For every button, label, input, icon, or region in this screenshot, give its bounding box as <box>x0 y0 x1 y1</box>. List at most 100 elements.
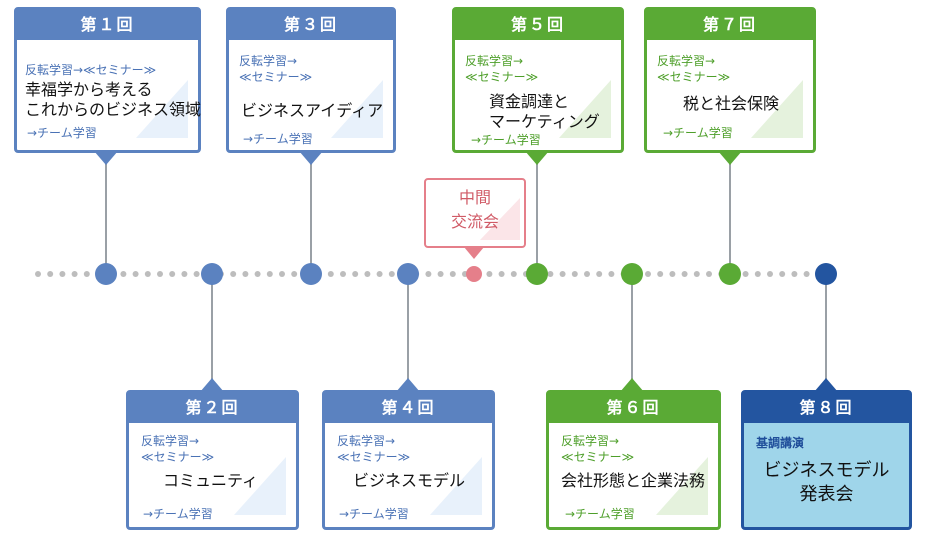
timeline-dot <box>388 271 395 277</box>
card-pointer <box>620 378 644 392</box>
midpoint-pointer <box>464 247 484 259</box>
session-label: 第４回 <box>325 393 492 423</box>
session-card-3: 第３回 反転学習→ ≪セミナー≫ ビジネスアイディア →チーム学習 <box>226 7 396 153</box>
session-label: 第５回 <box>455 10 621 40</box>
session-team: →チーム学習 <box>243 132 313 146</box>
timeline-dot <box>645 271 651 277</box>
session-card-7: 第７回 反転学習→ ≪セミナー≫ 税と社会保険 →チーム学習 <box>644 7 816 153</box>
card-decoration <box>234 457 286 515</box>
card-decoration <box>430 457 482 515</box>
timeline-dot <box>364 271 371 277</box>
session-node-4 <box>397 263 419 285</box>
timeline-dot <box>596 271 603 277</box>
timeline-dot <box>571 271 578 277</box>
timeline-dot <box>376 271 383 277</box>
session-node-8 <box>815 263 837 285</box>
card-decoration <box>559 80 611 138</box>
timeline-dot <box>266 271 273 277</box>
timeline-dot <box>242 271 249 277</box>
timeline-dot <box>767 271 773 277</box>
timeline-dot <box>83 271 90 277</box>
session-title: 資金調達と マーケティング <box>489 92 600 131</box>
card-pointer <box>94 151 118 165</box>
session-team: →チーム学習 <box>143 507 213 521</box>
session-team: →チーム学習 <box>27 126 97 140</box>
session-card-1: 第１回 反転学習→≪セミナー≫ 幸福学から考える これからのビジネス領域 →チー… <box>14 7 201 153</box>
session-node-2 <box>201 263 223 285</box>
timeline-dot <box>230 271 237 277</box>
card-decoration <box>136 80 188 138</box>
session-method: 反転学習→ ≪セミナー≫ <box>337 434 411 464</box>
session-method: 反転学習→ ≪セミナー≫ <box>561 434 635 464</box>
session-card-2: 第２回 反転学習→ ≪セミナー≫ コミュニティ →チーム学習 <box>126 390 299 530</box>
timeline-dot <box>449 271 456 277</box>
timeline-dot <box>510 271 517 277</box>
timeline-dot <box>437 271 444 277</box>
session-method: 反転学習→≪セミナー≫ <box>25 63 157 77</box>
timeline-dot <box>59 271 66 277</box>
timeline-dot <box>486 271 493 277</box>
session-title: ビジネスアイディア <box>241 101 384 120</box>
session-node-3 <box>300 263 322 285</box>
timeline-dot <box>693 271 700 277</box>
timeline-dot <box>193 271 200 277</box>
timeline-dot <box>352 271 359 277</box>
timeline-dot <box>608 271 615 277</box>
timeline-dot <box>340 271 346 277</box>
timeline-dot <box>584 271 590 277</box>
timeline-dot <box>279 271 285 277</box>
timeline-dot <box>132 271 139 277</box>
session-title: 会社形態と企業法務 <box>561 471 706 490</box>
session-label: 第８回 <box>744 393 909 423</box>
card-pointer <box>718 151 742 165</box>
session-label: 第３回 <box>229 10 393 40</box>
timeline-dot <box>498 271 505 277</box>
midpoint-exchange-box: 中間 交流会 <box>424 178 526 248</box>
session-method: 反転学習→ ≪セミナー≫ <box>657 54 731 84</box>
session-method: 基調講演 <box>756 436 805 450</box>
timeline-dot <box>327 271 334 277</box>
timeline-dot <box>144 271 151 277</box>
card-decoration <box>751 80 803 138</box>
session-node-1 <box>95 263 117 285</box>
timeline-dot <box>47 271 54 277</box>
timeline-dot <box>157 271 163 277</box>
session-label: 第６回 <box>549 393 718 423</box>
session-card-5: 第５回 反転学習→ ≪セミナー≫ 資金調達と マーケティング →チーム学習 <box>452 7 624 153</box>
timeline-dot <box>120 271 127 277</box>
session-method: 反転学習→ ≪セミナー≫ <box>465 54 539 84</box>
timeline-dot <box>803 271 810 277</box>
card-pointer <box>200 378 224 392</box>
session-card-8: 第８回 基調講演 ビジネスモデル 発表会 <box>741 390 912 530</box>
session-card-4: 第４回 反転学習→ ≪セミナー≫ ビジネスモデル →チーム学習 <box>322 390 495 530</box>
session-title: ビジネスモデル 発表会 <box>763 460 890 505</box>
box-decoration <box>480 198 520 240</box>
session-title: コミュニティ <box>163 471 259 490</box>
session-title: 幸福学から考える これからのビジネス領域 <box>25 80 202 119</box>
timeline-dot <box>35 271 41 277</box>
session-node-7 <box>719 263 741 285</box>
session-title: 税と社会保険 <box>683 94 780 113</box>
session-title: ビジネスモデル <box>353 471 466 490</box>
timeline-dot <box>669 271 676 277</box>
timeline-dot <box>291 271 298 277</box>
session-method: 反転学習→ ≪セミナー≫ <box>239 54 313 84</box>
session-label: 第２回 <box>129 393 296 423</box>
session-team: →チーム学習 <box>565 507 635 521</box>
session-team: →チーム学習 <box>663 126 733 140</box>
timeline-dot <box>547 271 554 277</box>
timeline-dot <box>657 271 664 277</box>
timeline-dot <box>181 271 188 277</box>
session-card-6: 第６回 反転学習→ ≪セミナー≫ 会社形態と企業法務 →チーム学習 <box>546 390 721 530</box>
session-method: 反転学習→ ≪セミナー≫ <box>141 434 215 464</box>
card-pointer <box>396 378 420 392</box>
timeline-dot <box>706 271 712 277</box>
card-pointer <box>814 378 838 392</box>
midpoint-node <box>466 266 482 282</box>
timeline-dot <box>169 271 176 277</box>
timeline-dot <box>559 271 566 277</box>
session-label: 第７回 <box>647 10 813 40</box>
timeline-dot <box>754 271 761 277</box>
card-decoration <box>331 80 383 138</box>
